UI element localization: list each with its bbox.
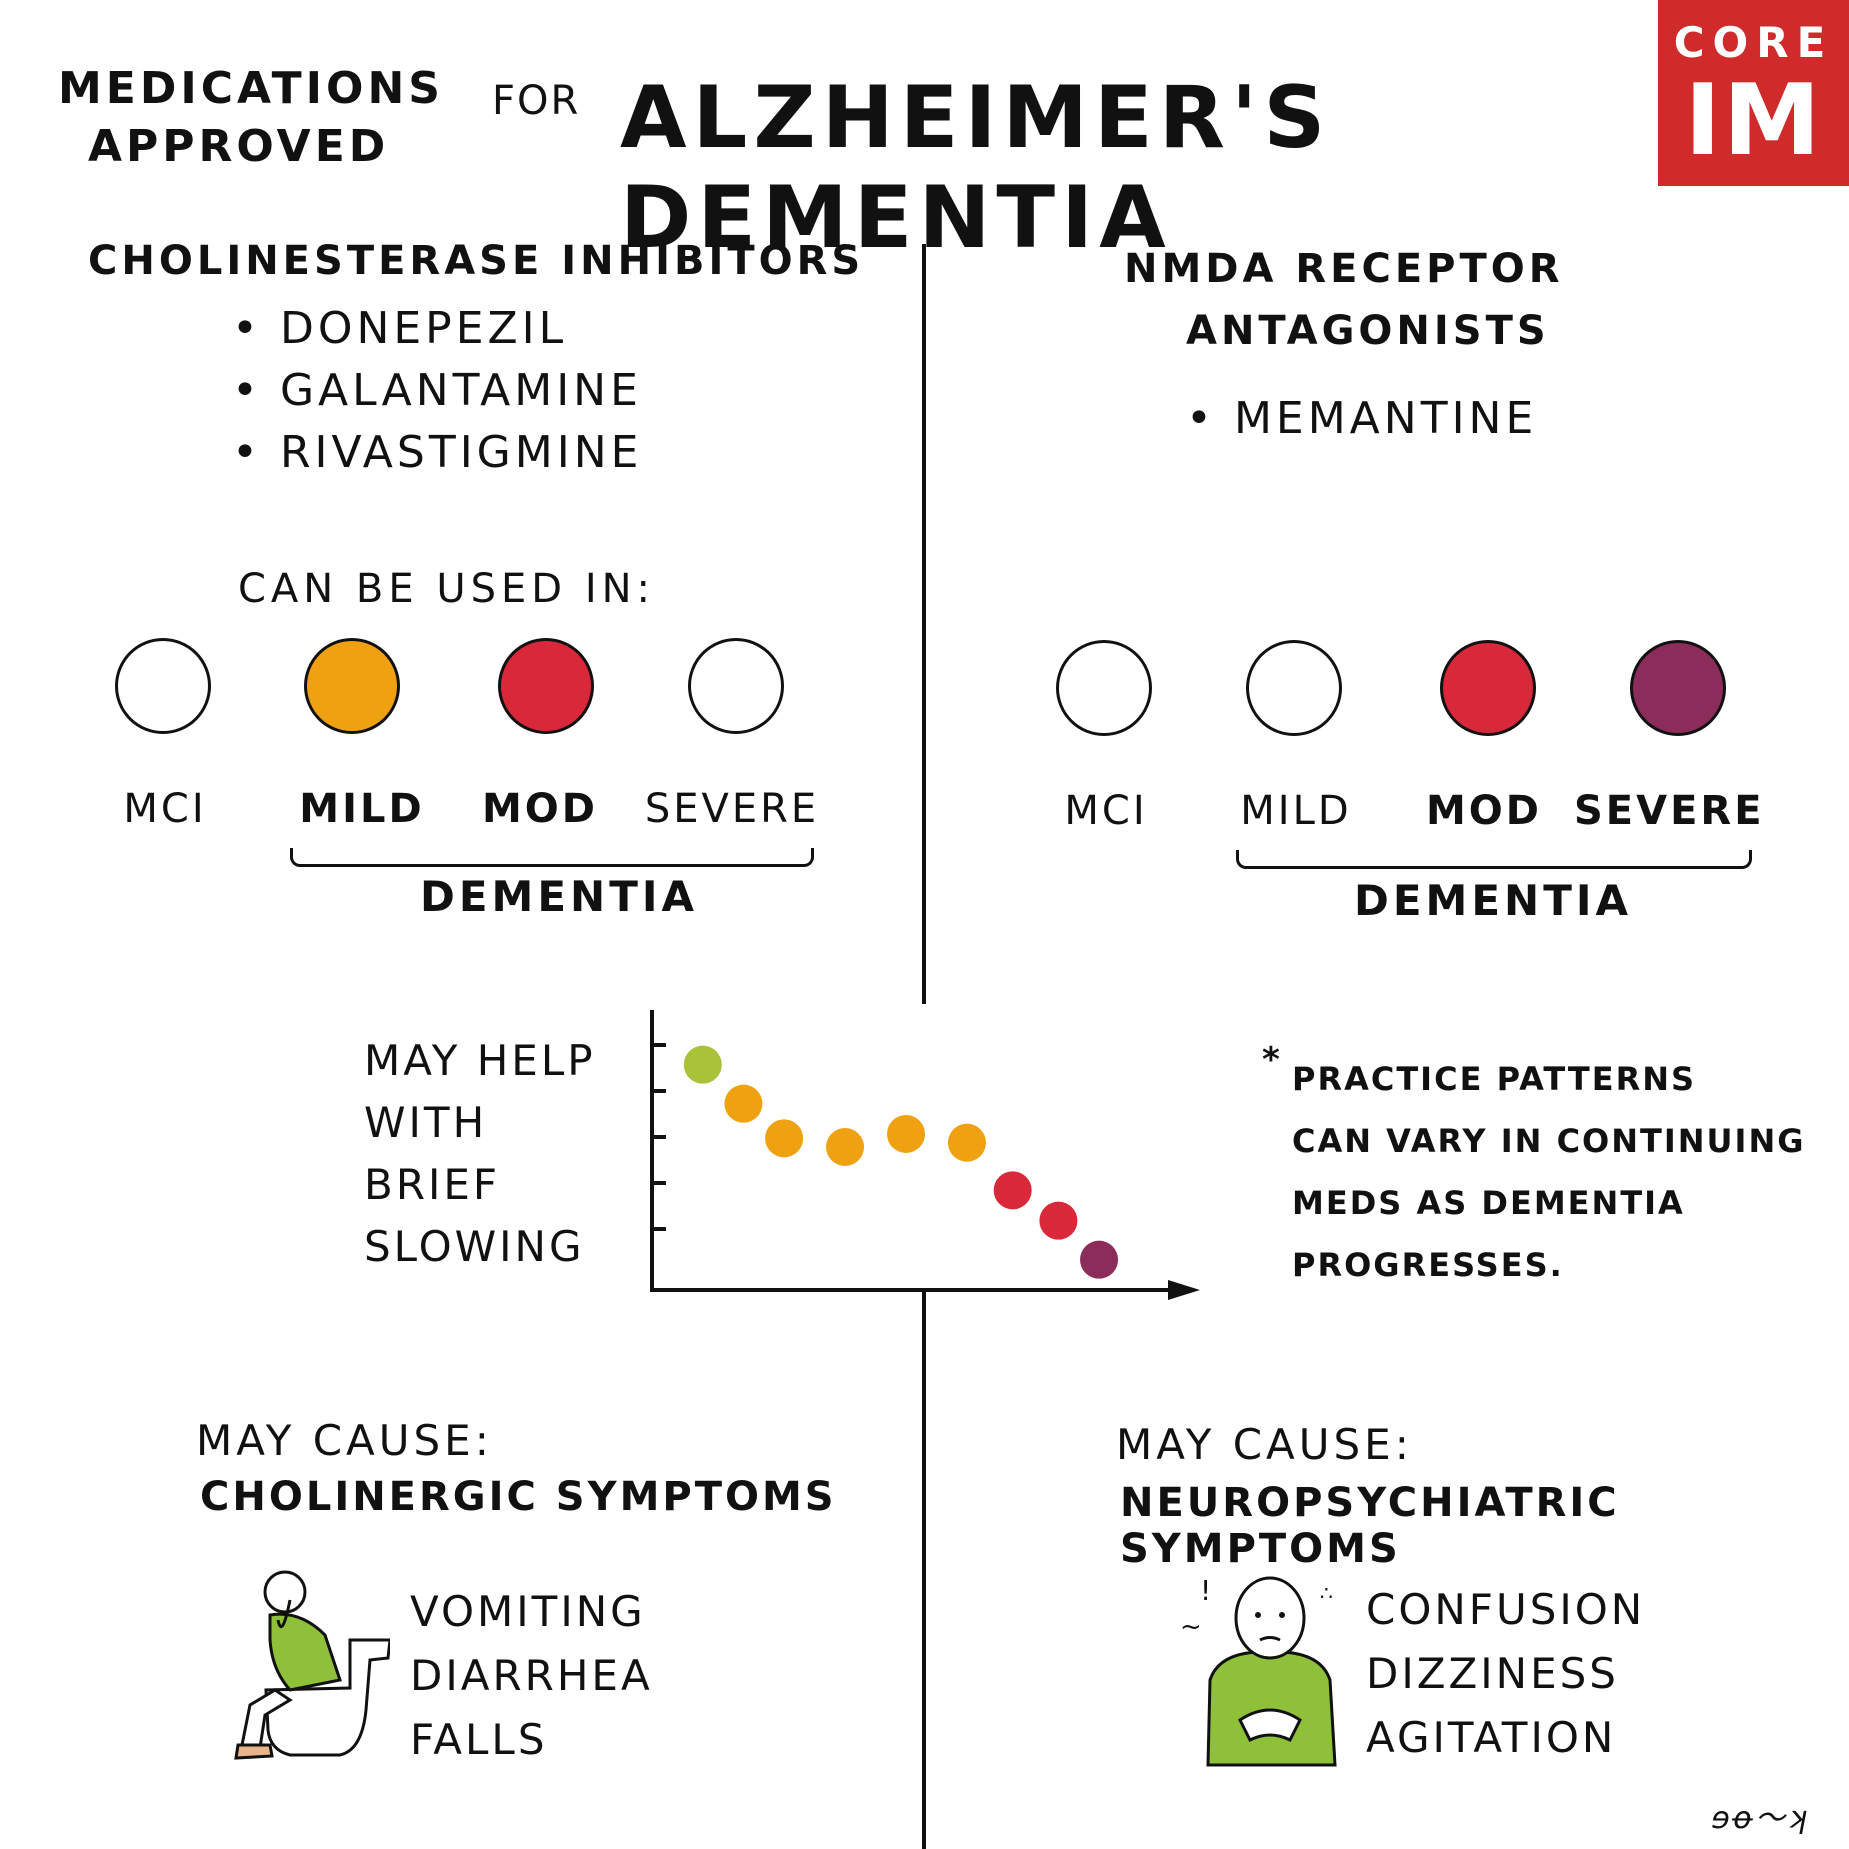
symptom-item: DIZZINESS (1366, 1649, 1619, 1698)
right-heading-line-1: NMDA RECEPTOR (1124, 246, 1564, 292)
drug-item: • RIVASTIGMINE (232, 427, 643, 478)
side-label-line: SLOWING (364, 1222, 585, 1271)
drug-item: • MEMANTINE (1186, 393, 1538, 444)
core-im-logo: CORE IM (1658, 0, 1849, 186)
svg-text:~: ~ (1180, 1612, 1202, 1642)
side-label-line: WITH (364, 1098, 488, 1147)
divider-bottom (922, 1292, 926, 1849)
cholinergic-symptom-list: VOMITING DIARRHEA FALLS (410, 1580, 653, 1772)
title-subheading: MEDICATIONS APPROVED (58, 60, 444, 176)
chart-point (993, 1171, 1032, 1210)
right-heading-line-2: ANTAGONISTS (1186, 308, 1550, 354)
confused-person-illustration: ! ~ ∴ (1180, 1574, 1337, 1767)
note-line: CAN VARY IN CONTINUING (1292, 1122, 1806, 1160)
chart-point (1080, 1240, 1119, 1279)
left-heading: CHOLINESTERASE INHIBITORS (88, 238, 865, 284)
symptom-item: VOMITING (410, 1587, 646, 1636)
level-label-mod: MOD (1425, 788, 1542, 834)
level-label-mild: MILD (299, 786, 425, 832)
dementia-brace (1236, 850, 1752, 869)
neuropsychiatric-symptom-list: CONFUSION DIZZINESS AGITATION (1366, 1578, 1645, 1770)
level-label-mod: MOD (481, 786, 598, 832)
chart-point (826, 1128, 865, 1166)
drug-item: • DONEPEZIL (232, 303, 568, 354)
chart-side-label: MAY HELP WITH BRIEF SLOWING (364, 1030, 596, 1278)
circle-severe (688, 638, 784, 734)
circle-severe (1630, 640, 1726, 736)
svg-text:!: ! (1200, 1574, 1211, 1607)
svg-text:∴: ∴ (1320, 1581, 1333, 1605)
symptom-item: CONFUSION (1366, 1585, 1646, 1634)
title-for: for (492, 78, 581, 124)
level-label-mci: MCI (1064, 788, 1148, 834)
symptom-item: FALLS (410, 1715, 548, 1764)
logo-bottom-text: IM (1684, 64, 1823, 178)
dementia-label: DEMENTIA (420, 872, 698, 921)
circle-mild (304, 638, 400, 734)
circle-mod (498, 638, 594, 734)
chart-point (947, 1123, 986, 1162)
cholinergic-heading: CHOLINERGIC SYMPTOMS (200, 1474, 837, 1520)
note-line: PROGRESSES. (1292, 1246, 1564, 1284)
circle-mod (1440, 640, 1536, 736)
chart-point (683, 1045, 722, 1084)
practice-note: PRACTICE PATTERNS CAN VARY IN CONTINUING… (1292, 1048, 1805, 1296)
x-axis-arrow (1168, 1280, 1200, 1300)
note-line: PRACTICE PATTERNS (1292, 1060, 1697, 1098)
progression-chart (650, 1010, 1200, 1300)
left-drug-list: • DONEPEZIL • GALANTAMINE • RIVASTIGMINE (232, 298, 642, 484)
note-line: MEDS AS DEMENTIA (1292, 1184, 1685, 1222)
note-marker: * (1262, 1040, 1280, 1080)
level-label-severe: SEVERE (644, 786, 820, 832)
can-be-used-label: CAN BE USED IN: (238, 566, 656, 612)
level-label-mci: MCI (123, 786, 207, 832)
chart-point (724, 1084, 763, 1123)
dementia-label: DEMENTIA (1354, 876, 1632, 925)
drug-item: • GALANTAMINE (232, 365, 642, 416)
page-title: ALZHEIMER'S DEMENTIA (620, 68, 1332, 268)
chart-point (1039, 1201, 1078, 1240)
title-line-2: APPROVED (88, 121, 390, 172)
may-cause-label: MAY CAUSE: (196, 1416, 493, 1465)
symptom-item: DIARRHEA (410, 1651, 653, 1700)
artist-signature: ɘꝋ～ʞ (1711, 1801, 1809, 1836)
side-label-line: MAY HELP (364, 1036, 596, 1085)
level-label-severe: SEVERE (1574, 788, 1765, 834)
neuropsychiatric-heading: NEUROPSYCHIATRIC SYMPTOMS (1120, 1480, 1620, 1572)
may-cause-label: MAY CAUSE: (1116, 1420, 1413, 1469)
circle-mci (115, 638, 211, 734)
symptom-item: AGITATION (1366, 1713, 1617, 1762)
chart-point (765, 1119, 804, 1158)
logo-top-text: CORE (1673, 18, 1834, 67)
side-label-line: BRIEF (364, 1160, 501, 1209)
circle-mci (1056, 640, 1152, 736)
chart-axes (650, 1010, 1200, 1300)
divider-top (922, 244, 926, 1004)
dementia-brace (290, 848, 814, 867)
level-label-mild: MILD (1240, 788, 1352, 834)
title-line-1: MEDICATIONS (58, 63, 444, 114)
circle-mild (1246, 640, 1342, 736)
chart-point (887, 1115, 925, 1153)
toilet-person-illustration (234, 1570, 390, 1760)
